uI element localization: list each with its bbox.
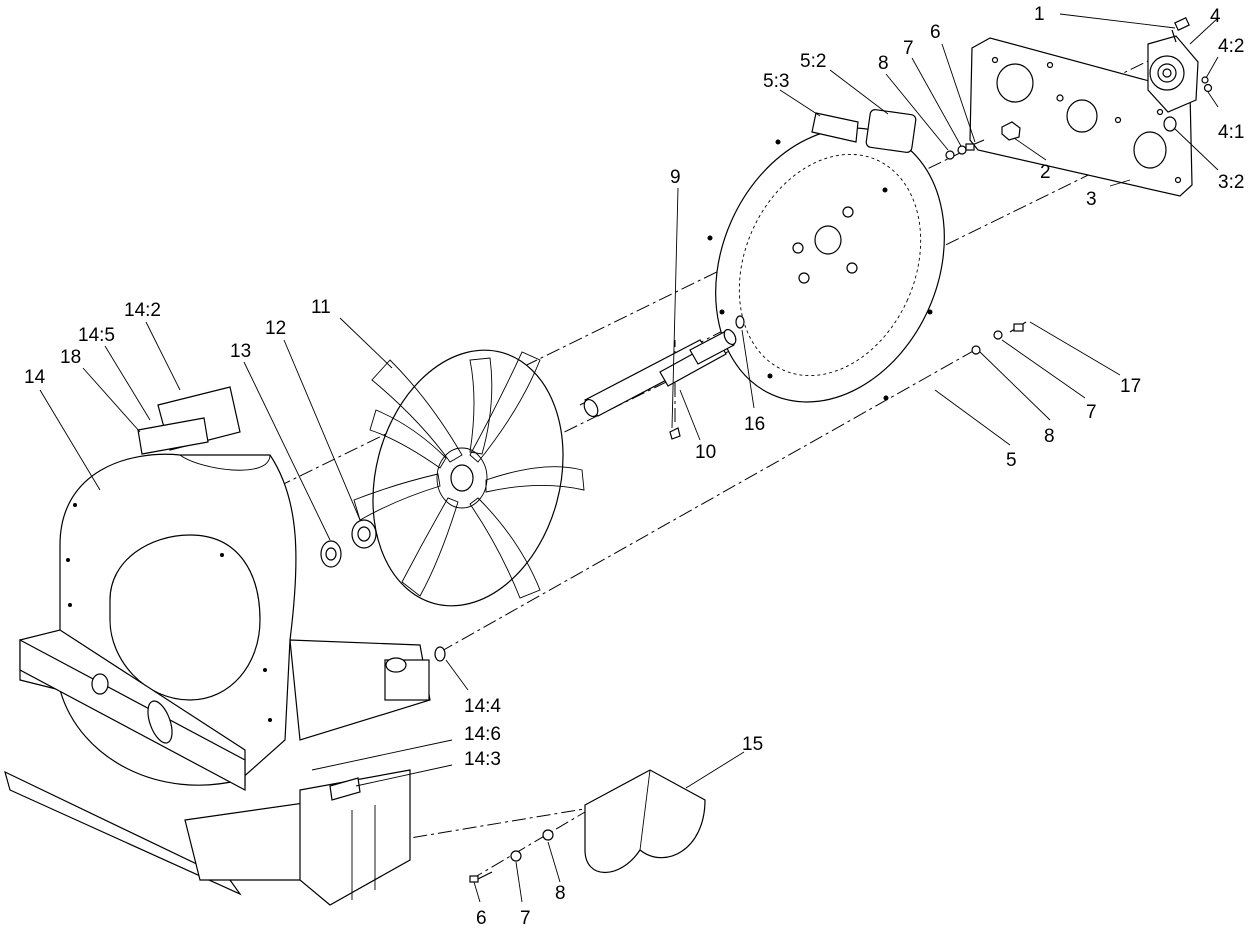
callout-14-5: 14:5	[78, 325, 115, 346]
callout-3-2: 3:2	[1218, 172, 1244, 193]
callout-9: 9	[670, 167, 681, 188]
callout-14-6: 14:6	[464, 724, 501, 745]
callout-3: 3	[1086, 189, 1097, 210]
callout-1: 1	[1034, 4, 1045, 25]
spacer-12	[351, 519, 377, 549]
ring-14-4	[434, 646, 446, 662]
callout-18: 18	[60, 347, 81, 368]
fitting-3-2	[1163, 116, 1177, 132]
callout-labels: 1 4 4:2 4:1 3:2 2 3 6 7 8 5:2 5:3 9 11 1…	[24, 4, 1244, 929]
callout-8-bot: 8	[555, 883, 566, 904]
callout-16: 16	[744, 414, 765, 435]
ring-16	[735, 315, 745, 329]
nut-2	[1001, 121, 1021, 141]
callout-11: 11	[311, 297, 331, 318]
callout-5-3: 5:3	[763, 71, 789, 92]
decal-5-3	[811, 112, 859, 143]
leader-lines	[39, 13, 1219, 903]
callout-4: 4	[1210, 6, 1221, 27]
callout-14-4: 14:4	[464, 696, 501, 717]
callout-10: 10	[695, 442, 716, 463]
bearing-plate	[969, 37, 1193, 197]
callout-7-bot: 7	[520, 908, 531, 929]
shaft	[583, 328, 737, 418]
callout-17: 17	[1120, 376, 1141, 397]
bolt-1	[1171, 17, 1190, 43]
decal-5-2	[865, 109, 917, 153]
callout-4-1: 4:1	[1218, 122, 1244, 143]
flange-bearing	[1147, 35, 1213, 113]
blower-housing	[4, 453, 431, 906]
decal-14-3	[329, 777, 361, 801]
nut-13	[320, 540, 342, 568]
callout-7-top: 7	[903, 38, 914, 59]
guard-15	[584, 769, 706, 873]
callout-2: 2	[1040, 162, 1051, 183]
callout-14: 14	[24, 367, 46, 388]
key-9	[669, 427, 681, 440]
callout-5-2: 5:2	[800, 51, 826, 72]
assembly-axes	[209, 59, 1181, 881]
impeller	[353, 349, 585, 607]
inlet-screen	[707, 125, 945, 403]
decal-14-5	[137, 417, 209, 455]
callout-6-bot: 6	[476, 908, 487, 929]
callout-14-2: 14:2	[124, 300, 161, 321]
callout-13: 13	[230, 341, 251, 362]
callout-8-top: 8	[878, 53, 889, 74]
callout-6-top: 6	[930, 22, 941, 43]
hardware-top	[945, 139, 985, 160]
callout-12: 12	[265, 318, 286, 339]
callout-14-3: 14:3	[464, 749, 501, 770]
hardware-bottom	[469, 829, 554, 883]
callout-7-mid: 7	[1086, 402, 1097, 423]
callout-4-2: 4:2	[1218, 36, 1244, 57]
callout-15: 15	[742, 734, 763, 755]
hardware-right	[971, 321, 1027, 355]
callout-8-mid: 8	[1044, 426, 1055, 447]
callout-5: 5	[1006, 450, 1017, 471]
